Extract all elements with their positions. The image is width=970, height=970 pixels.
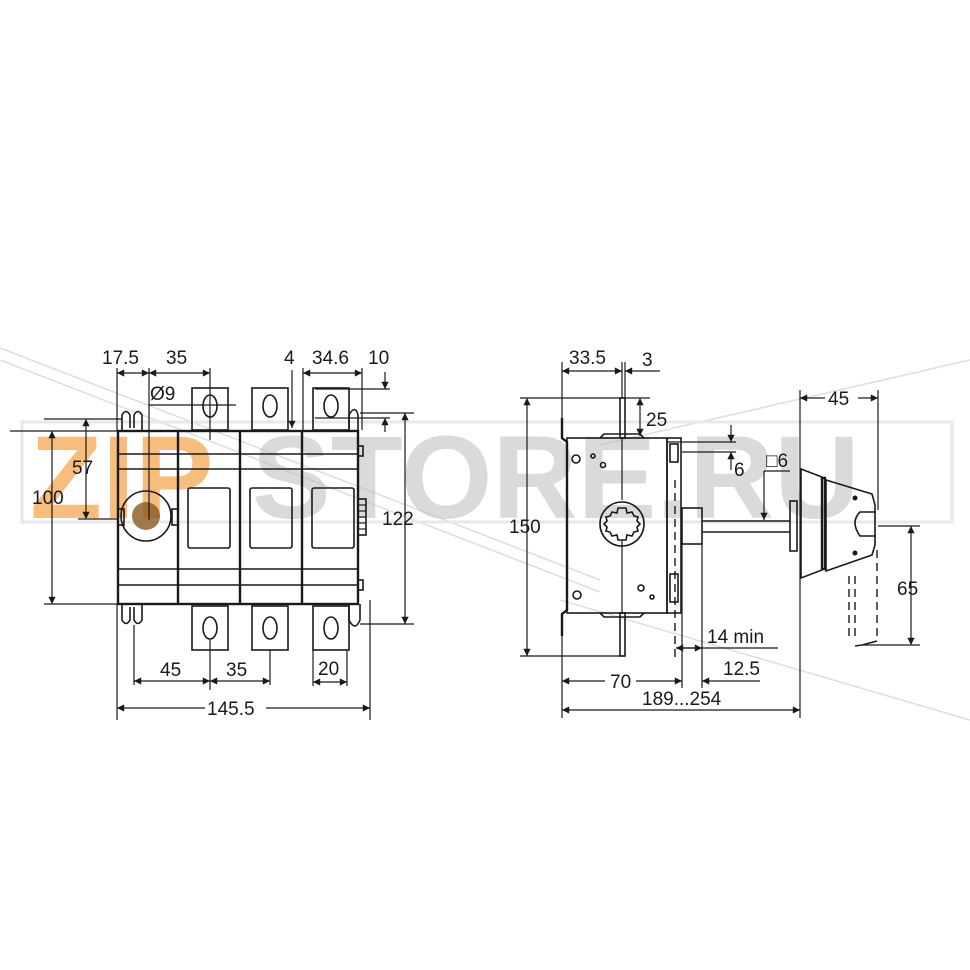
- dim-4: 4: [284, 348, 295, 369]
- dim-10: 10: [368, 348, 389, 369]
- side-view: 33.5 3 25 6 □6 150 14 min 70 12.5 189...…: [509, 348, 920, 718]
- dim-145-5: 145.5: [207, 699, 255, 720]
- dim-100: 100: [32, 488, 64, 509]
- dim-35-top: 35: [166, 348, 187, 369]
- dim-35-bottom: 35: [226, 660, 247, 681]
- dim-25: 25: [646, 410, 667, 431]
- dim-20: 20: [318, 659, 339, 680]
- dim-6: 6: [734, 460, 745, 481]
- bottom-terminals: [121, 604, 361, 651]
- dim-14-min: 14 min: [707, 627, 764, 648]
- dim-square-6: □6: [766, 451, 788, 472]
- dim-70: 70: [610, 672, 631, 693]
- dim-57: 57: [72, 458, 93, 479]
- dim-3: 3: [642, 350, 653, 371]
- dim-17-5: 17.5: [102, 348, 139, 369]
- dim-189-254: 189...254: [642, 689, 722, 710]
- dim-hole-diameter: Ø9: [150, 384, 175, 405]
- dim-122: 122: [382, 509, 414, 530]
- dim-65: 65: [897, 579, 918, 600]
- dim-12-5: 12.5: [723, 659, 760, 680]
- dim-45: 45: [160, 660, 181, 681]
- dim-33-5: 33.5: [569, 348, 606, 369]
- front-view: 17.5 35 Ø9 4 34.6 10 57 100 122: [10, 348, 414, 720]
- dim-150: 150: [509, 517, 541, 538]
- dim-45-handle: 45: [828, 389, 849, 410]
- dim-34-6: 34.6: [312, 348, 349, 369]
